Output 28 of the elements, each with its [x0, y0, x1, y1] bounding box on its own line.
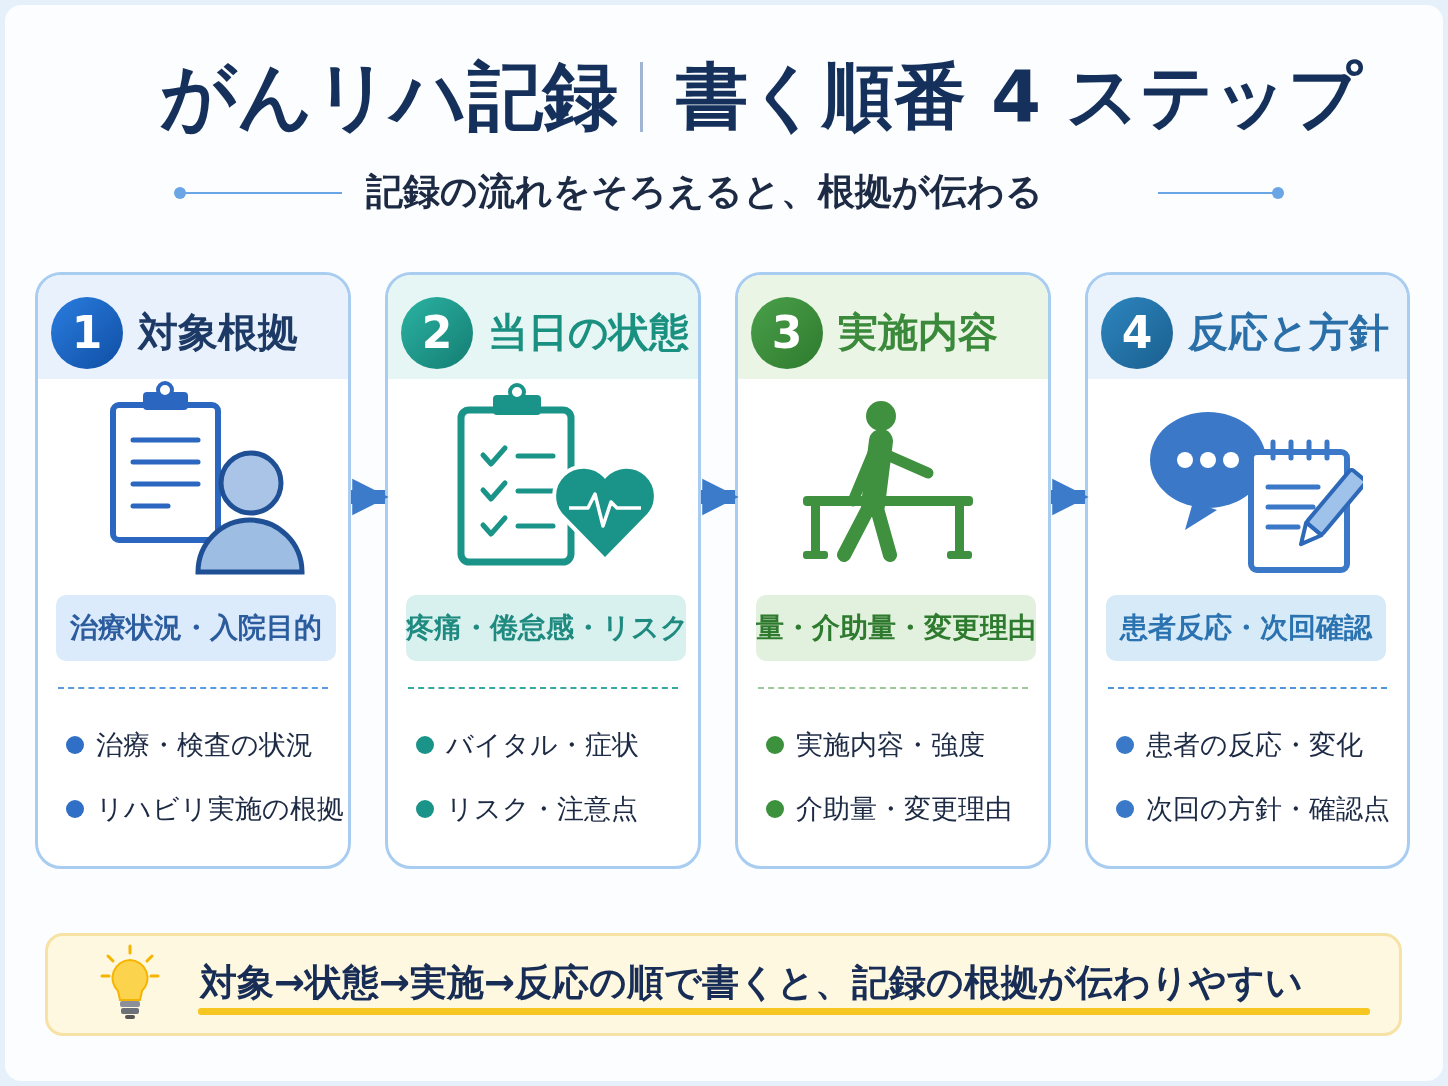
keyword-pill: 治療状況・入院目的: [56, 595, 336, 661]
step-card: [735, 272, 1051, 869]
title: がんリハ記録: [160, 51, 618, 142]
step-heading: 反応と方針: [1188, 308, 1389, 357]
subtitle: 記録の流れをそろえると、根拠が伝わる: [366, 169, 1043, 215]
keyword-pill: 患者反応・次回確認: [1106, 595, 1386, 661]
bullet-item: リハビリ実施の根拠: [66, 791, 344, 827]
step-card: [385, 272, 701, 869]
step-card: [1085, 272, 1410, 869]
bullet-item: リスク・注意点: [416, 791, 638, 827]
flow-arrow: [701, 478, 739, 516]
step-heading: 実施内容: [838, 308, 998, 357]
flow-arrow: [1051, 478, 1089, 516]
note-box: [45, 933, 1402, 1036]
bullet-item: 介助量・変更理由: [766, 791, 1012, 827]
keyword-pill: 量・介助量・変更理由: [756, 595, 1036, 661]
title: 書く順番 4 ステップ: [676, 53, 1363, 140]
step-heading: 対象根拠: [138, 308, 298, 357]
flow-arrow: [351, 478, 389, 516]
bullet-item: 次回の方針・確認点: [1116, 791, 1390, 827]
bullet-item: バイタル・症状: [416, 727, 639, 763]
bullet-item: 実施内容・強度: [766, 727, 985, 763]
bullet-item: 治療・検査の状況: [66, 727, 313, 763]
step-card: [35, 272, 351, 869]
step-heading: 当日の状態: [488, 308, 689, 357]
keyword-pill: 疼痛・倦怠感・リスク: [406, 595, 686, 661]
note-text: 対象→状態→実施→反応の順で書くと、記録の根拠が伝わりやすい: [200, 960, 1303, 1006]
bullet-item: 患者の反応・変化: [1116, 727, 1363, 763]
